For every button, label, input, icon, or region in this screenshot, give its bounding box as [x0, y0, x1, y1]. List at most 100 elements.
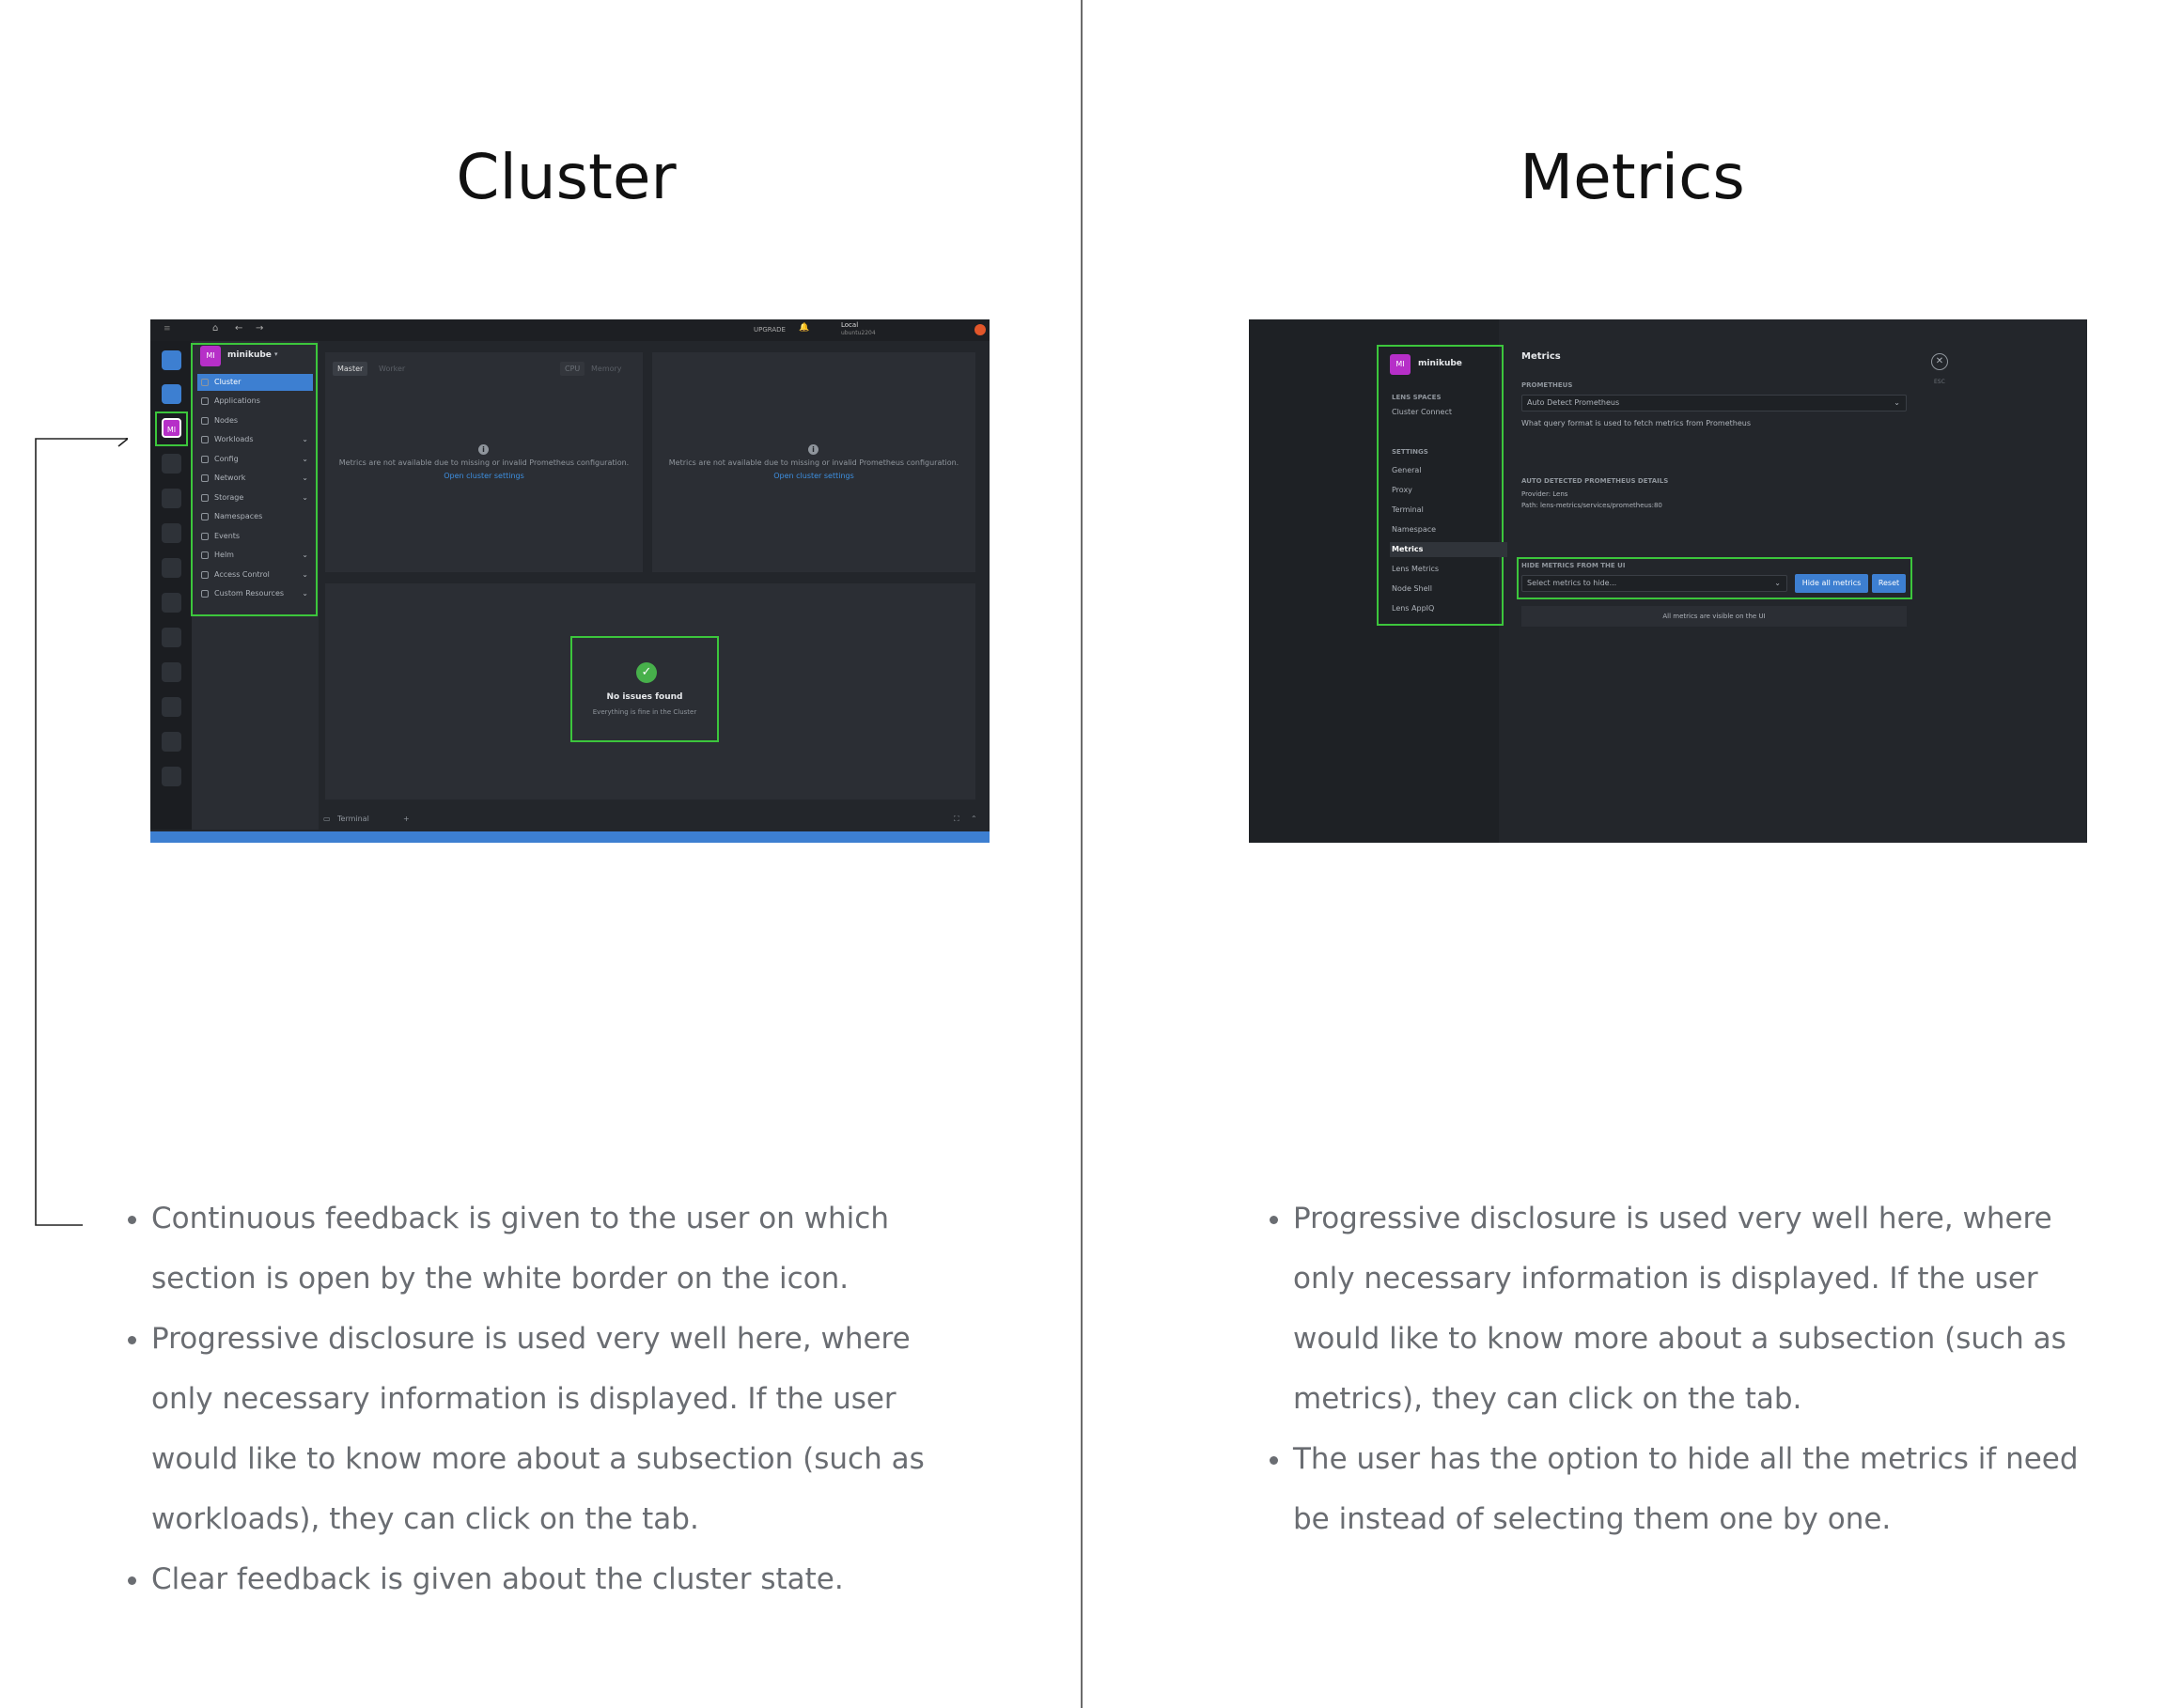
info-icon: i: [808, 444, 818, 455]
hotbar-slot-icon[interactable]: [162, 489, 181, 508]
settings-nav-highlight: [1377, 345, 1504, 626]
prometheus-select[interactable]: Auto Detect Prometheus ⌄: [1521, 395, 1907, 411]
hotbar-home-icon[interactable]: [162, 350, 181, 370]
settings-item-metrics[interactable]: Metrics: [1390, 542, 1507, 557]
list-item: Progressive disclosure is used very well…: [151, 1309, 963, 1549]
status-bar: [150, 831, 990, 843]
prometheus-label: PROMETHEUS: [1521, 381, 1573, 389]
open-cluster-settings-link[interactable]: Open cluster settings: [773, 472, 854, 480]
settings-item-node-shell[interactable]: Node Shell: [1392, 584, 1432, 593]
home-icon[interactable]: ⌂: [212, 323, 219, 334]
tab-cpu[interactable]: CPU: [560, 362, 585, 376]
menu-icon[interactable]: ≡: [164, 324, 171, 334]
puzzle-icon: [201, 590, 209, 598]
hotbar-catalog-icon[interactable]: [162, 384, 181, 404]
sidebar-item-network[interactable]: Network⌄: [197, 470, 313, 487]
chevron-down-icon: ⌄: [302, 455, 308, 463]
terminal-label: Terminal: [337, 815, 369, 823]
issues-subtitle: Everything is fine in the Cluster: [592, 708, 697, 716]
cluster-avatar: MI: [1390, 354, 1411, 375]
connector-arrow: [35, 438, 128, 1226]
cluster-screenshot: ≡ ⌂ ← → UPGRADE 🔔 Local ubuntu2204 MI: [150, 319, 990, 843]
list-item: Clear feedback is given about the cluste…: [151, 1549, 963, 1609]
tab-worker[interactable]: Worker: [379, 365, 406, 373]
bell-icon[interactable]: 🔔: [799, 323, 810, 333]
namespaces-icon: [201, 513, 209, 520]
settings-item-terminal[interactable]: Terminal: [1392, 505, 1424, 514]
sidebar-item-events[interactable]: Events: [197, 528, 313, 545]
forward-icon[interactable]: →: [256, 323, 264, 334]
issues-highlight: ✓ No issues found Everything is fine in …: [570, 636, 719, 742]
prometheus-hint: What query format is used to fetch metri…: [1521, 419, 1752, 427]
hotbar-slot-icon[interactable]: [162, 697, 181, 717]
local-label: Local: [841, 321, 859, 329]
hotbar-cluster-avatar[interactable]: MI: [162, 418, 181, 438]
hide-metrics-label: HIDE METRICS FROM THE UI: [1521, 562, 1626, 569]
hotbar-slot-icon[interactable]: [162, 732, 181, 752]
cluster-icon: [201, 379, 209, 386]
provider-value: Provider: Lens: [1521, 490, 1568, 498]
expand-icon[interactable]: ⛶: [954, 815, 959, 823]
chevron-down-icon[interactable]: ▾: [274, 350, 278, 358]
access-control-icon: [201, 571, 209, 579]
hotbar: MI: [150, 341, 192, 830]
settings-item-cluster-connect[interactable]: Cluster Connect: [1392, 408, 1453, 416]
hotbar-slot-icon[interactable]: [162, 767, 181, 786]
sidebar-item-custom-resources[interactable]: Custom Resources⌄: [197, 585, 313, 602]
sidebar-highlight: [191, 343, 318, 616]
sidebar-item-applications[interactable]: Applications: [197, 393, 313, 410]
sidebar-item-cluster[interactable]: Cluster: [197, 374, 313, 391]
settings-nav-pane: [1249, 319, 1499, 843]
chevron-down-icon: ⌄: [302, 570, 308, 579]
metrics-screenshot: MI minikube LENS SPACES Cluster Connect …: [1249, 319, 2087, 843]
settings-item-namespace[interactable]: Namespace: [1392, 525, 1437, 534]
hide-all-metrics-button[interactable]: Hide all metrics: [1795, 574, 1868, 593]
settings-item-lens-metrics[interactable]: Lens Metrics: [1392, 565, 1440, 573]
close-icon[interactable]: ✕: [1931, 353, 1948, 370]
all-visible-bar: All metrics are visible on the UI: [1521, 606, 1907, 627]
upgrade-button[interactable]: UPGRADE: [754, 326, 786, 334]
settings-item-lens-appiq[interactable]: Lens AppIQ: [1392, 604, 1435, 613]
terminal-tab[interactable]: ▭ Terminal + ⛶ ⌃: [319, 809, 990, 830]
terminal-icon: ▭: [323, 815, 331, 823]
hotbar-slot-icon[interactable]: [162, 523, 181, 543]
sidebar-item-namespaces[interactable]: Namespaces: [197, 508, 313, 525]
sidebar-item-storage[interactable]: Storage⌄: [197, 489, 313, 506]
hotbar-slot-icon[interactable]: [162, 628, 181, 647]
back-icon[interactable]: ←: [235, 323, 243, 334]
sidebar-item-nodes[interactable]: Nodes: [197, 412, 313, 429]
cluster-avatar: MI: [200, 346, 221, 366]
settings-item-proxy[interactable]: Proxy: [1392, 486, 1412, 494]
hide-metrics-select[interactable]: Select metrics to hide... ⌄: [1521, 575, 1787, 592]
helm-icon: [201, 551, 209, 559]
settings-item-general[interactable]: General: [1392, 466, 1422, 474]
issues-panel: ✓ No issues found Everything is fine in …: [325, 583, 975, 800]
hotbar-slot-icon[interactable]: [162, 662, 181, 682]
hotbar-slot-icon[interactable]: [162, 454, 181, 474]
sidebar-item-access-control[interactable]: Access Control⌄: [197, 567, 313, 583]
chevron-up-icon[interactable]: ⌃: [971, 815, 977, 823]
sidebar-item-helm[interactable]: Helm⌄: [197, 547, 313, 564]
close-icon[interactable]: [974, 324, 986, 335]
cluster-name[interactable]: minikube: [227, 350, 272, 360]
storage-icon: [201, 494, 209, 502]
reset-button[interactable]: Reset: [1872, 574, 1906, 593]
sidebar-item-config[interactable]: Config⌄: [197, 451, 313, 468]
sidebar-item-workloads[interactable]: Workloads⌄: [197, 431, 313, 448]
open-cluster-settings-link[interactable]: Open cluster settings: [444, 472, 524, 480]
hotbar-slot-icon[interactable]: [162, 558, 181, 578]
plus-icon[interactable]: +: [403, 815, 410, 823]
hide-metrics-highlight: [1517, 557, 1912, 599]
config-icon: [201, 456, 209, 463]
metrics-notes: Progressive disclosure is used very well…: [1259, 1188, 2105, 1549]
tab-memory[interactable]: Memory: [591, 365, 622, 373]
chevron-down-icon: ⌄: [302, 551, 308, 559]
chevron-down-icon: ⌄: [302, 493, 308, 502]
cluster-notes: Continuous feedback is given to the user…: [117, 1188, 963, 1609]
info-icon: i: [478, 444, 489, 455]
network-icon: [201, 474, 209, 482]
tab-master[interactable]: Master: [333, 362, 368, 376]
hotbar-slot-icon[interactable]: [162, 593, 181, 613]
check-icon: ✓: [636, 662, 657, 683]
